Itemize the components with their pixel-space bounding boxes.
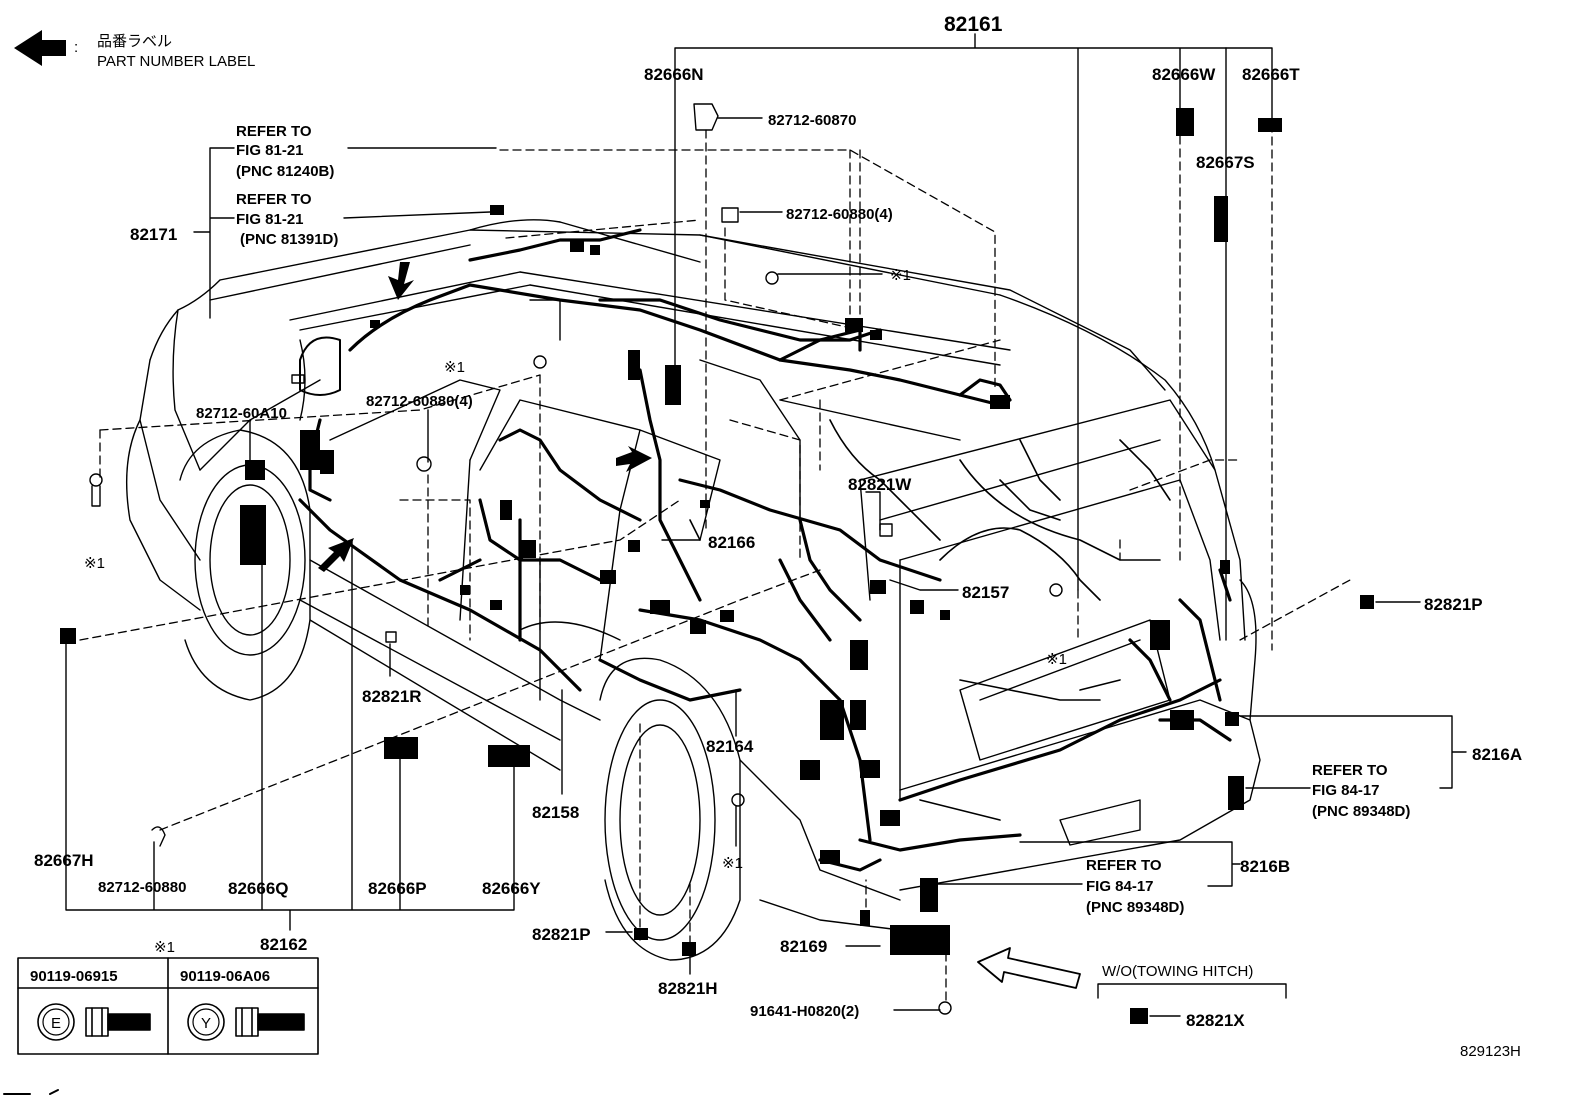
note-1-mid: ※1 (444, 359, 465, 376)
label-82164: 82164 (706, 737, 754, 756)
ref1-line3: (PNC 81240B) (236, 163, 334, 180)
label-towing-hitch: W/O(TOWING HITCH) (1102, 963, 1253, 980)
bolt-mark-2: Y (201, 1015, 211, 1032)
arrow-right-icon (616, 446, 652, 472)
note-1-right: ※1 (1046, 651, 1067, 668)
label-82712-60880: 82712-60880 (98, 879, 186, 896)
arrow-left-icon (14, 30, 66, 66)
label-8216B: 8216B (1240, 857, 1290, 876)
label-82666W: 82666W (1152, 65, 1216, 84)
ref4-line1: REFER TO (1086, 857, 1162, 874)
ref3-line1: REFER TO (1312, 762, 1388, 779)
bolt-part-2: 90119-06A06 (180, 968, 270, 985)
label-82712-60A10: 82712-60A10 (196, 405, 287, 422)
label-82712-60880-4-mid: 82712-60880(4) (366, 393, 473, 410)
ref3-line3: (PNC 89348D) (1312, 803, 1410, 820)
label-82169: 82169 (780, 937, 827, 956)
label-82162: 82162 (260, 935, 307, 954)
wire-harnesses-thin (689, 419, 1171, 821)
ref2-line3: (PNC 81391D) (240, 231, 338, 248)
note-1-top: ※1 (890, 267, 911, 284)
label-82821H: 82821H (658, 979, 718, 998)
label-82667H: 82667H (34, 851, 94, 870)
svg-text::: : (74, 39, 78, 56)
bolt-icon: E (37, 1003, 151, 1041)
bolt-mark-1: E (51, 1015, 61, 1032)
dashed-lines (79, 109, 1351, 1001)
label-82821W: 82821W (848, 475, 912, 494)
connectors (60, 108, 1374, 1024)
label-82666Y: 82666Y (482, 879, 541, 898)
label-82161: 82161 (944, 13, 1003, 36)
label-82666N: 82666N (644, 65, 704, 84)
bolt-part-1: 90119-06915 (30, 968, 118, 985)
label-82821X: 82821X (1186, 1011, 1245, 1030)
note-1-bottom: ※1 (722, 855, 743, 872)
direction-arrows (318, 262, 652, 572)
label-82821R: 82821R (362, 687, 422, 706)
label-82712-60870: 82712-60870 (768, 112, 856, 129)
wire-harnesses (298, 228, 1232, 872)
label-82166: 82166 (708, 533, 755, 552)
label-82821P-bottom: 82821P (532, 925, 591, 944)
ref3-line2: FIG 84-17 (1312, 782, 1380, 799)
label-82666Q: 82666Q (228, 879, 289, 898)
label-82666T: 82666T (1242, 65, 1300, 84)
label-82667S: 82667S (1196, 153, 1255, 172)
legend-jp-label: 品番ラベル (97, 32, 172, 50)
figure-id: 829123H (1460, 1043, 1521, 1060)
towing-arrow (977, 947, 1081, 989)
arrow-up-icon (318, 538, 354, 572)
label-82157: 82157 (962, 583, 1009, 602)
label-82666P: 82666P (368, 879, 427, 898)
note-1-left: ※1 (84, 555, 105, 572)
ref1-line1: REFER TO (236, 123, 312, 140)
ref2-line2: FIG 81-21 (236, 211, 304, 228)
label-91641: 91641-H0820(2) (750, 1003, 859, 1020)
arrow-down-icon (388, 262, 414, 300)
bolt-table-note: ※1 (154, 939, 175, 956)
legend: : 品番ラベル PART NUMBER LABEL (14, 30, 255, 70)
ref2-line1: REFER TO (236, 191, 312, 208)
labels: 82161 82666N 82666W 82666T 82667S 82712-… (34, 13, 1522, 1060)
ref1-line2: FIG 81-21 (236, 142, 304, 159)
label-82821P-right: 82821P (1424, 595, 1483, 614)
bolt-table: ※1 90119-06915 90119-06A06 E Y (17, 939, 319, 1055)
ref4-line2: FIG 84-17 (1086, 878, 1154, 895)
corner-mark (3, 1089, 59, 1095)
label-8216A: 8216A (1472, 745, 1522, 764)
legend-en-label: PART NUMBER LABEL (97, 53, 255, 70)
leader-lines (65, 33, 1467, 1017)
clips (89, 103, 1063, 1015)
ref4-line3: (PNC 89348D) (1086, 899, 1184, 916)
bolt-icon: Y (187, 1003, 305, 1041)
label-82158: 82158 (532, 803, 579, 822)
label-82712-60880-4-top: 82712-60880(4) (786, 206, 893, 223)
label-82171: 82171 (130, 225, 177, 244)
arrow-left-outline-icon (977, 947, 1081, 989)
